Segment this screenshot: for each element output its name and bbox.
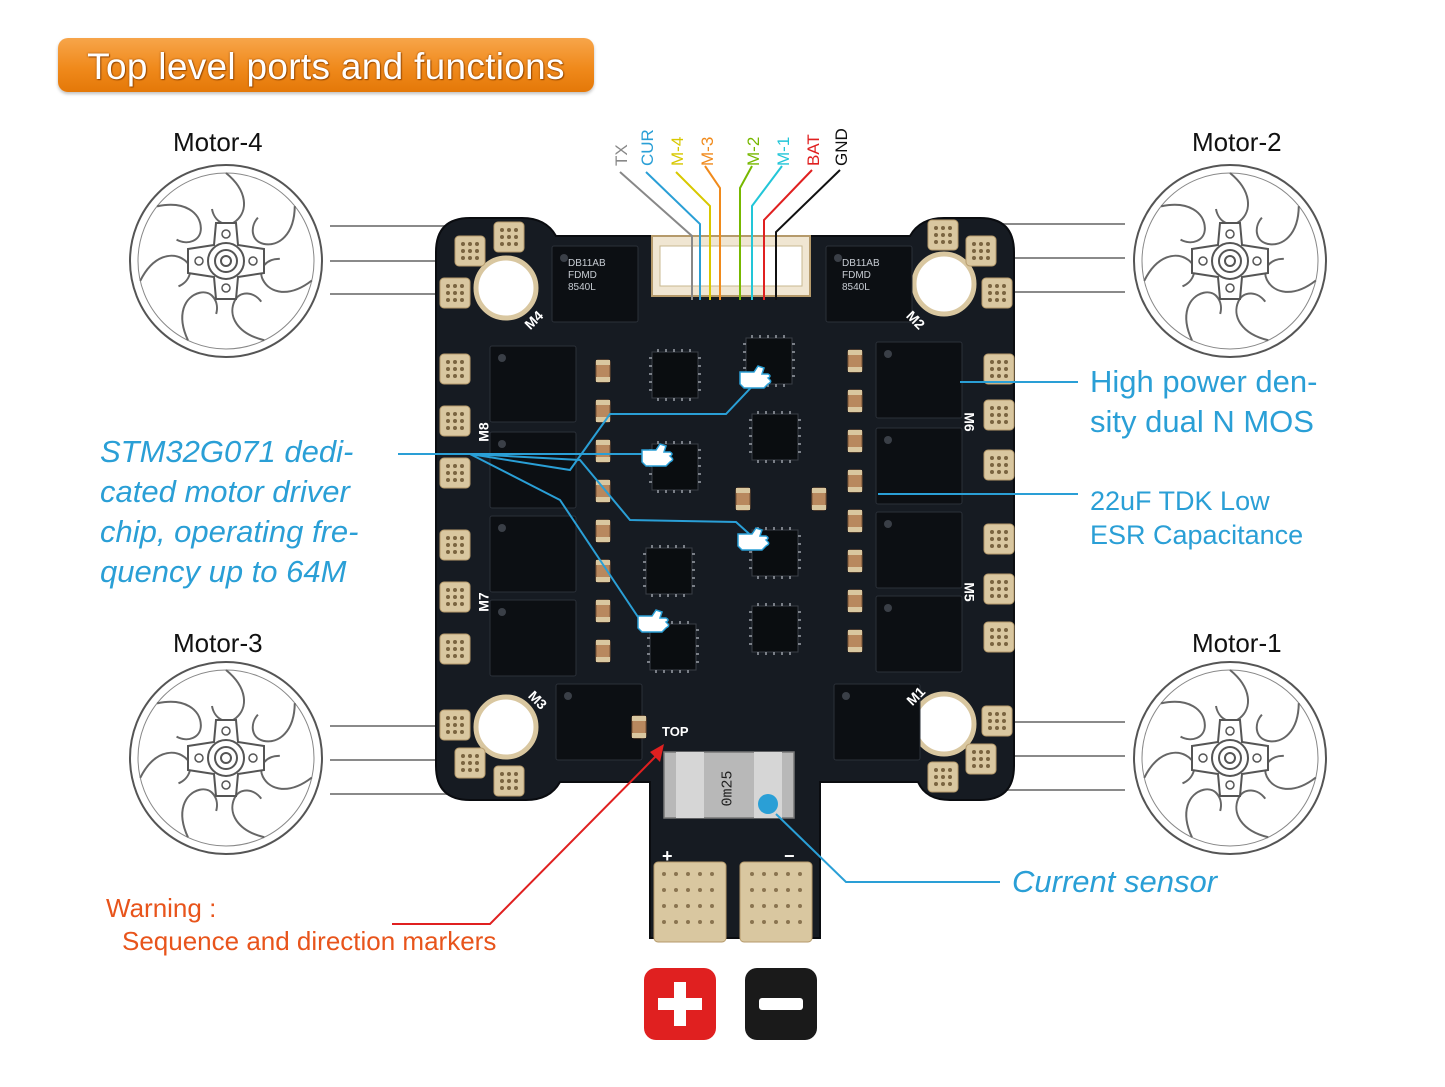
callout-lines: [398, 377, 1078, 883]
mos-marking-line: DB11AB: [568, 258, 606, 269]
pin-label-m4: M-4: [668, 136, 687, 166]
motor-3-icon: [129, 661, 323, 855]
pin-label-m2: M-2: [744, 136, 763, 166]
mount-hole: [473, 694, 539, 760]
plus-silk: +: [662, 846, 673, 866]
mos-marking-line: DB11AB: [842, 258, 880, 269]
pin-label-m3: M-3: [698, 136, 717, 166]
chip-callout-line: cated motor driver: [100, 474, 350, 509]
pad-label-m6: M6: [961, 412, 978, 432]
capacitor-callout-line: 22uF TDK Low: [1090, 486, 1270, 516]
pin-label-cur: CUR: [638, 129, 657, 166]
current-sensor-callout: Current sensor: [1012, 864, 1218, 899]
chip-callout-line: chip, operating fre-: [100, 514, 359, 549]
shunt-marking: 0m25: [719, 770, 737, 807]
pad-label-m5: M5: [961, 582, 978, 602]
mos-marking-line: 8540L: [568, 282, 596, 293]
mos-marking: DB11AB FDMD 8540L: [842, 258, 880, 294]
positive-polarity-icon: [644, 968, 716, 1040]
warning-arrow: [392, 744, 664, 925]
negative-polarity-icon: [745, 968, 817, 1040]
chip-callout-line: quency up to 64M: [100, 554, 347, 589]
pin-label-tx: TX: [612, 144, 631, 166]
top-marker: TOP: [662, 724, 689, 739]
motor-2-label: Motor-2: [1192, 127, 1282, 157]
motor-3-label: Motor-3: [173, 628, 263, 658]
pin-label-m1: M-1: [774, 136, 793, 166]
mount-hole: [473, 255, 539, 321]
pin-label-bat: BAT: [804, 134, 823, 166]
motor-2-icon: [1133, 164, 1327, 358]
chip-callout-line: STM32G071 dedi-: [100, 434, 354, 469]
pad-label-m8: M8: [475, 422, 492, 442]
motor-4-icon: [129, 164, 323, 358]
shunt-marking-wrap: 0m25: [720, 760, 750, 820]
mos-marking-line: FDMD: [842, 270, 871, 281]
minus-silk: −: [784, 846, 795, 866]
mount-hole: [911, 691, 977, 757]
warning-text: Sequence and direction markers: [122, 926, 497, 956]
positive-pad: [653, 861, 727, 943]
warning-title: Warning :: [106, 893, 217, 923]
title-banner: Top level ports and functions: [58, 38, 594, 92]
mos-callout: High power den- sity dual N MOS: [1090, 362, 1317, 442]
pin-label-gnd: GND: [832, 128, 851, 166]
mos-marking: DB11AB FDMD 8540L: [568, 258, 606, 294]
capacitor-callout-line: ESR Capacitance: [1090, 520, 1304, 550]
mos-callout-line: sity dual N MOS: [1090, 404, 1314, 439]
pad-label-m7: M7: [475, 592, 492, 612]
page-title: Top level ports and functions: [87, 46, 565, 87]
pin-wires: [619, 165, 841, 300]
mos-marking-line: 8540L: [842, 282, 870, 293]
capacitor-callout: 22uF TDK Low ESR Capacitance: [1090, 484, 1303, 552]
mos-marking-line: FDMD: [568, 270, 597, 281]
mos-callout-line: High power den-: [1090, 364, 1318, 399]
chip-callout: STM32G071 dedi- cated motor driver chip,…: [100, 432, 358, 592]
motor-1-label: Motor-1: [1192, 628, 1282, 658]
motor-4-label: Motor-4: [173, 127, 263, 157]
mount-hole: [911, 251, 977, 317]
current-sensor-marker: [758, 794, 778, 814]
negative-pad: [739, 861, 813, 943]
motor-1-icon: [1133, 661, 1327, 855]
